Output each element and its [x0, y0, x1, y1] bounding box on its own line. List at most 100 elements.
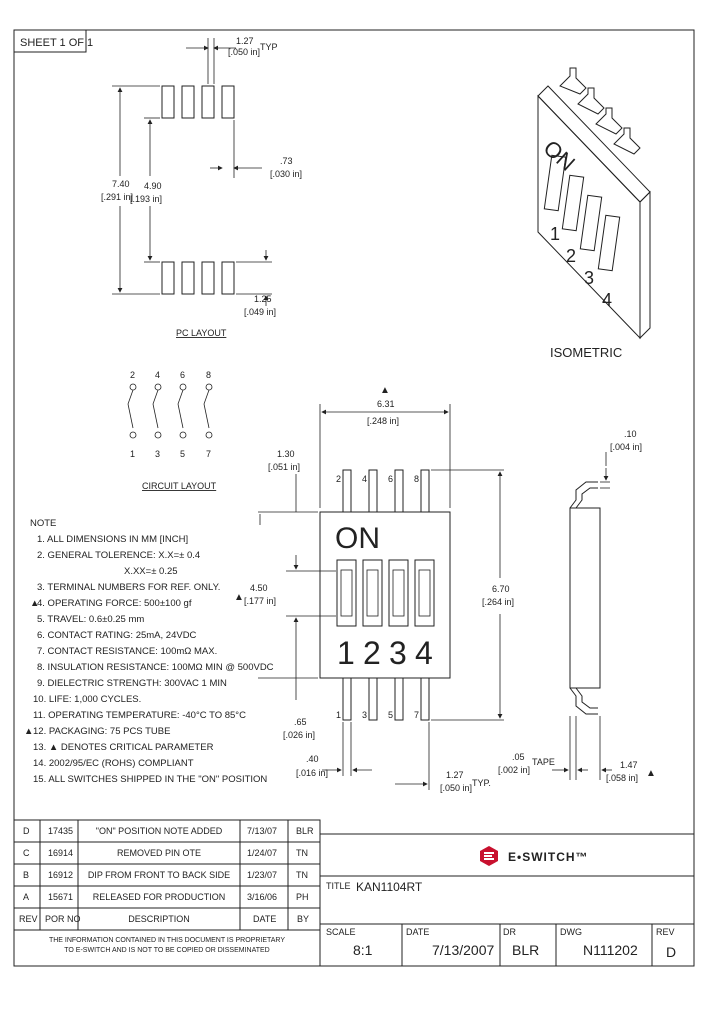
front-top-pin: 2 [336, 474, 341, 484]
front-body-height: 4.50 [250, 583, 268, 593]
pc-pad-height-in: [.049 in] [244, 307, 276, 317]
pc-pad [161, 85, 175, 119]
front-top-pin: 8 [414, 474, 419, 484]
front-pin-width-in: [.051 in] [268, 462, 300, 472]
dwg-label: DWG [560, 927, 582, 937]
desc-cell: RELEASED FOR PRODUCTION [93, 892, 226, 902]
date-label: DATE [406, 927, 429, 937]
sheet-label-box [13, 29, 87, 53]
date-cell: 1/24/07 [247, 848, 277, 858]
title-label: TITLE [326, 881, 351, 891]
rev-cell: B [23, 870, 29, 880]
note-item: 4. OPERATING FORCE: 500±100 gf [37, 598, 192, 609]
revision-table: D 17435 "ON" POSITION NOTE ADDED 7/13/07… [13, 819, 321, 954]
dr-value: BLR [512, 942, 539, 958]
sheet-label: SHEET 1 OF 1 [20, 37, 93, 49]
note-item: 2. GENERAL TOLERENCE: X.X=± 0.4 [37, 550, 200, 561]
circuit-title: CIRCUIT LAYOUT [142, 481, 217, 491]
front-pin-in: [.016 in] [296, 768, 328, 778]
pc-pitch-in: [.050 in] [228, 47, 260, 57]
pc-pad [201, 261, 215, 295]
front-lead-in: [.026 in] [283, 730, 315, 740]
sheet-border [13, 29, 695, 967]
note-item: X.XX=± 0.25 [124, 566, 178, 577]
por-cell: 17435 [48, 826, 73, 836]
circuit-top-label: 8 [206, 370, 211, 380]
front-view: 2 4 6 8 1 3 5 7 ON 1 2 3 4 ▲ 6.31 [.248 … [234, 385, 514, 793]
front-pin: .40 [306, 754, 319, 764]
date-cell: 3/16/06 [247, 892, 277, 902]
iso-on-label: ON [539, 135, 580, 176]
desc-cell: "ON" POSITION NOTE ADDED [96, 826, 223, 836]
note-item: 9. DIELECTRIC STRENGTH: 300VAC 1 MIN [37, 678, 227, 689]
circuit-bottom-label: 5 [180, 449, 185, 459]
side-height: 1.47 [620, 760, 638, 770]
date-value: 7/13/2007 [432, 942, 494, 958]
scale-label: SCALE [326, 927, 356, 937]
critical-mark: ▲ [30, 598, 39, 609]
pc-pad [221, 85, 235, 119]
note-item: 11. OPERATING TEMPERATURE: -40°C TO 85°C [33, 710, 246, 721]
pc-pad-width-in: [.030 in] [270, 169, 302, 179]
front-top-pin: 6 [388, 474, 393, 484]
dwg-value: N111202 [583, 942, 638, 958]
iso-number: 3 [584, 268, 594, 288]
rev-value: D [666, 944, 676, 960]
pc-row-gap-in: [.193 in] [130, 194, 162, 204]
front-pitch: 1.27 [446, 770, 464, 780]
note-item: 1. ALL DIMENSIONS IN MM [INCH] [37, 534, 188, 545]
circuit-bottom-label: 7 [206, 449, 211, 459]
notes-block: NOTE 1. ALL DIMENSIONS IN MM [INCH] 2. G… [24, 518, 274, 785]
iso-number: 4 [602, 290, 612, 310]
front-bottom-pin: 7 [414, 710, 419, 720]
pc-layout-title: PC LAYOUT [176, 328, 227, 338]
front-body-height-in: [.177 in] [244, 596, 276, 606]
by-header: BY [297, 914, 309, 924]
side-tape: .05 [512, 752, 525, 762]
pc-height: 7.40 [112, 179, 130, 189]
pc-layout: 1.27 TYP [.050 in] .73 [.030 in] 7.40 [.… [101, 36, 302, 338]
por-header: POR NO [45, 914, 81, 924]
tape-label: TAPE [532, 757, 555, 767]
front-top-pin: 4 [362, 474, 367, 484]
note-item: 13. ▲ DENOTES CRITICAL PARAMETER [33, 742, 214, 753]
rev-cell: A [23, 892, 29, 902]
note-item: 12. PACKAGING: 75 PCS TUBE [33, 726, 170, 737]
circuit-layout: 2 4 6 8 1 3 5 7 CIRCUIT LAYOUT [127, 370, 217, 491]
side-view: .10 [.004 in] TAPE .05 [.002 in] 1.47 [.… [498, 429, 656, 783]
pc-pad-width: .73 [280, 156, 293, 166]
disclaimer-line: THE INFORMATION CONTAINED IN THIS DOCUME… [49, 937, 285, 944]
por-cell: 16912 [48, 870, 73, 880]
front-total-height: 6.70 [492, 584, 510, 594]
note-item: 5. TRAVEL: 0.6±0.25 mm [37, 614, 144, 625]
date-header: DATE [253, 914, 276, 924]
side-top-in: [.004 in] [610, 442, 642, 452]
note-item: 8. INSULATION RESISTANCE: 100MΩ MIN @ 50… [37, 662, 274, 673]
critical-mark: ▲ [646, 768, 656, 779]
front-total-height-in: [.264 in] [482, 597, 514, 607]
front-number: 4 [415, 635, 433, 671]
by-cell: TN [296, 848, 308, 858]
pc-pad [181, 85, 195, 119]
rev-cell: C [23, 848, 30, 858]
front-bottom-pin: 1 [336, 710, 341, 720]
por-cell: 16914 [48, 848, 73, 858]
pc-pitch-suffix: TYP [260, 42, 278, 52]
front-on-label: ON [335, 522, 380, 555]
por-cell: 15671 [48, 892, 73, 902]
front-width-in: [.248 in] [367, 416, 399, 426]
iso-number: 1 [550, 224, 560, 244]
dr-label: DR [503, 927, 516, 937]
rev-label: REV [656, 927, 675, 937]
title-block: E•SWITCH™ TITLE KAN1104RT SCALE 8:1 DATE… [14, 833, 694, 966]
disclaimer-line: TO E-SWITCH AND IS NOT TO BE COPIED OR D… [64, 947, 270, 954]
front-pitch-suffix: TYP. [472, 778, 491, 788]
pc-pad-height: 1.25 [254, 294, 272, 304]
rev-cell: D [23, 826, 30, 836]
isometric-view: ON 1 2 3 4 ISOMETRIC [537, 67, 651, 360]
side-top: .10 [624, 429, 637, 439]
desc-cell: DIP FROM FRONT TO BACK SIDE [88, 870, 230, 880]
side-tape-in: [.002 in] [498, 765, 530, 775]
by-cell: BLR [296, 826, 314, 836]
by-cell: PH [296, 892, 309, 902]
